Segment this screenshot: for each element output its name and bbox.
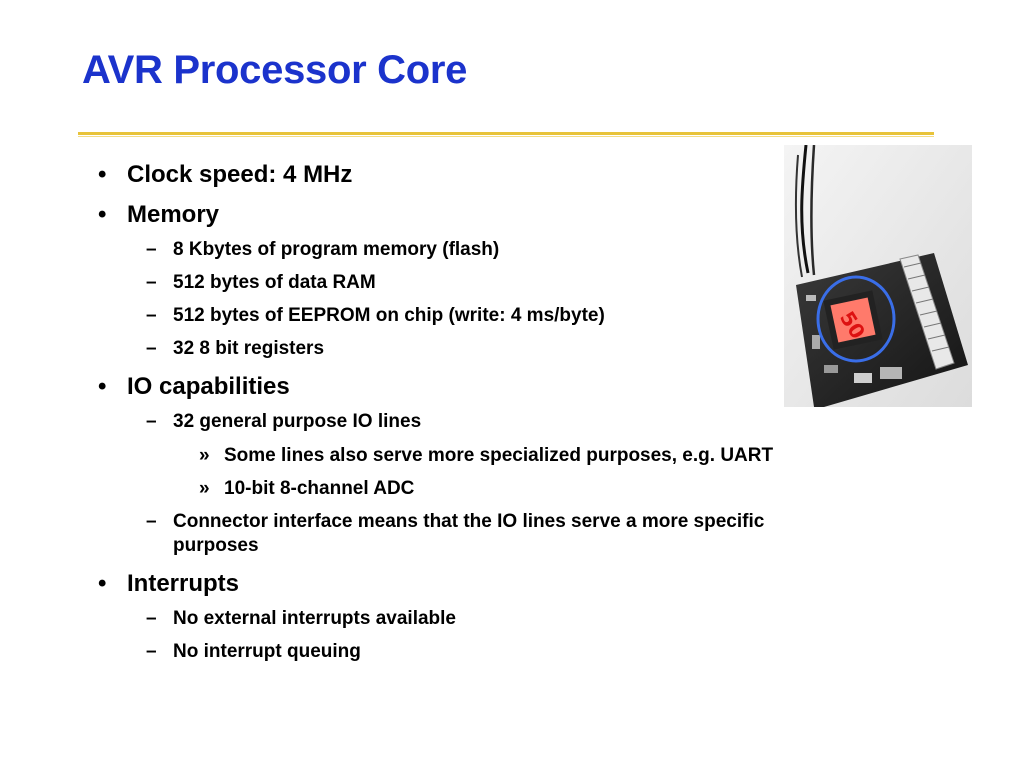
sub-bullet-marker: – [146, 305, 157, 326]
bullet-io-capabilities: IO capabilities [127, 373, 290, 400]
sub-bullet-connector-cont: purposes [173, 535, 259, 556]
highlight-circle [816, 275, 896, 363]
sub-sub-bullet-adc: 10-bit 8-channel ADC [224, 478, 415, 499]
bullet-marker: • [98, 201, 107, 228]
sub-bullet-ram: 512 bytes of data RAM [173, 272, 376, 293]
sub-bullet-connector: Connector interface means that the IO li… [173, 511, 765, 532]
bullet-interrupts: Interrupts [127, 570, 240, 597]
bullet-marker: • [98, 570, 107, 597]
slide-title: AVR Processor Core [82, 48, 468, 92]
sub-bullet-marker: – [146, 272, 157, 293]
sub-bullet-marker: – [146, 511, 157, 532]
sub-bullet-no-queuing: No interrupt queuing [173, 641, 361, 662]
sub-bullet-marker: – [146, 641, 157, 662]
bullet-clock-speed: Clock speed: 4 MHz [127, 161, 353, 188]
sub-bullet-marker: – [146, 608, 157, 629]
avr-board-illustration: 50 [784, 145, 972, 407]
sub-bullet-marker: – [146, 239, 157, 260]
sub-sub-bullet-uart: Some lines also serve more specialized p… [224, 445, 774, 466]
sub-bullet-io-lines: 32 general purpose IO lines [173, 411, 422, 432]
sub-sub-bullet-marker: » [199, 478, 210, 499]
sub-sub-bullet-marker: » [199, 445, 210, 466]
sub-bullet-registers: 32 8 bit registers [173, 338, 325, 359]
title-divider [78, 132, 934, 135]
bullet-memory: Memory [127, 201, 220, 228]
bullet-marker: • [98, 373, 107, 400]
sub-bullet-marker: – [146, 411, 157, 432]
sub-bullet-marker: – [146, 338, 157, 359]
bullet-marker: • [98, 161, 107, 188]
title-divider-shadow [78, 136, 934, 137]
avr-board-photo: 50 [784, 145, 972, 407]
sub-bullet-flash: 8 Kbytes of program memory (flash) [173, 239, 500, 260]
sub-bullet-no-external-interrupts: No external interrupts available [173, 608, 456, 629]
sub-bullet-eeprom: 512 bytes of EEPROM on chip (write: 4 ms… [173, 305, 605, 326]
